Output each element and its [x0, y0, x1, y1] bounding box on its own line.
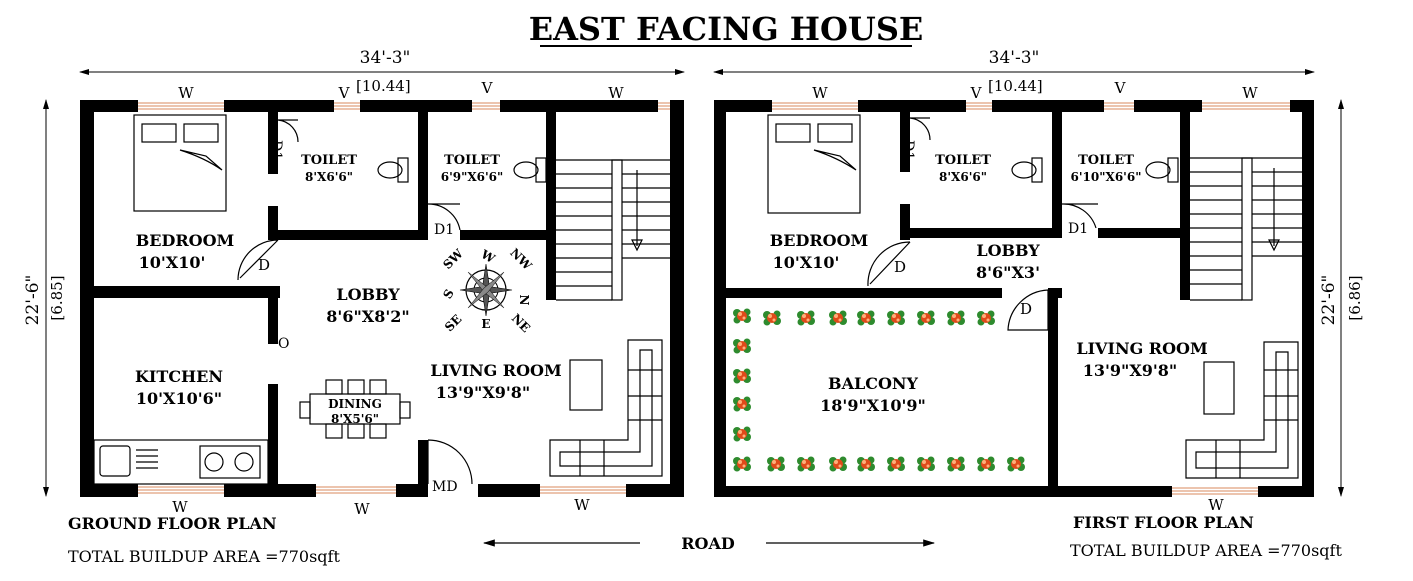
gf-living-name: LIVING ROOM [430, 361, 561, 380]
gf-dining-name: DINING [328, 397, 382, 411]
svg-text:V: V [970, 84, 983, 102]
ff-balcony-door [1007, 289, 1049, 331]
svg-text:W: W [172, 498, 188, 516]
svg-text:D1: D1 [268, 140, 284, 160]
gf-toilet1-name: TOILET [301, 153, 357, 168]
ff-toilet1-name: TOILET [935, 153, 991, 168]
svg-text:V: V [338, 84, 351, 102]
ff-bedroom-size: 10'X10' [773, 253, 840, 272]
svg-text:D: D [258, 256, 270, 274]
svg-text:W: W [178, 84, 194, 102]
ff-width-dim: 34'-3" [989, 48, 1040, 68]
svg-text:O: O [278, 336, 289, 352]
ff-bedroom-name: BEDROOM [770, 231, 868, 250]
compass-rose-icon: W N S E NW SW NE SE [440, 246, 534, 336]
gf-main-door [427, 439, 473, 485]
svg-text:D1: D1 [900, 140, 916, 160]
svg-text:E: E [481, 317, 490, 331]
svg-text:ROAD: ROAD [681, 534, 735, 553]
gf-kitchen-size: 10'X10'6" [136, 389, 222, 408]
svg-text:SW: SW [440, 246, 466, 272]
svg-text:V: V [1114, 79, 1127, 97]
svg-text:D1: D1 [434, 222, 454, 238]
svg-text:NE: NE [509, 311, 533, 335]
gf-kitchen-counter [93, 439, 269, 485]
gf-staircase [556, 159, 670, 301]
ff-bedroom-door [867, 241, 911, 287]
gf-plan-title: GROUND FLOOR PLAN [68, 514, 277, 533]
svg-text:S: S [440, 287, 456, 302]
ff-toilet2-name: TOILET [1078, 153, 1134, 168]
svg-text:W: W [354, 500, 370, 518]
gf-bedroom-name: BEDROOM [136, 231, 234, 250]
svg-text:W: W [812, 84, 828, 102]
page-title: EAST FACING HOUSE [529, 10, 924, 48]
gf-width-m: [10.44] [356, 77, 411, 95]
svg-text:W: W [608, 84, 624, 102]
gf-toilet2-door [427, 203, 461, 231]
first-floor-plan: 34'-3" [10.44] 22'-6" [6.86] [713, 48, 1364, 560]
gf-height-m: [6.85] [48, 275, 66, 320]
gf-bedroom-door [237, 239, 279, 281]
svg-text:SE: SE [442, 312, 464, 334]
gf-lobby-name: LOBBY [336, 285, 400, 304]
svg-text:D: D [894, 258, 906, 276]
svg-text:W: W [1242, 84, 1258, 102]
ff-total-area: TOTAL BUILDUP AREA =770sqft [1070, 541, 1342, 560]
ff-toilet2-size: 6'10"X6'6" [1071, 170, 1142, 184]
ff-height-m: [6.86] [1346, 275, 1364, 320]
ff-sofa [1185, 341, 1299, 479]
gf-toilet1-door [277, 119, 299, 143]
gf-kitchen-name: KITCHEN [135, 367, 223, 386]
ff-balcony-size: 18'9"X10'9" [820, 396, 926, 415]
ff-width-m: [10.44] [988, 77, 1043, 95]
svg-text:MD: MD [432, 479, 458, 495]
gf-sofa [549, 339, 663, 477]
gf-dining-size: 8'X5'6" [331, 412, 379, 426]
ff-living-name: LIVING ROOM [1076, 339, 1207, 358]
gf-toilet2-name: TOILET [444, 153, 500, 168]
svg-text:V: V [481, 79, 494, 97]
gf-bed [133, 114, 227, 212]
ff-balcony-name: BALCONY [828, 374, 918, 393]
gf-toilet1-size: 8'X6'6" [305, 170, 353, 184]
ff-height-dim: 22'-6" [1319, 275, 1339, 326]
svg-text:D1: D1 [1068, 221, 1088, 237]
gf-total-area: TOTAL BUILDUP AREA =770sqft [68, 547, 340, 566]
svg-text:W: W [478, 247, 498, 267]
ff-toilet1-door [909, 117, 931, 141]
ff-staircase [1190, 157, 1302, 301]
gf-lobby-size: 8'6"X8'2" [326, 307, 409, 326]
svg-text:W: W [1208, 496, 1224, 514]
ff-lobby-name: LOBBY [976, 241, 1040, 260]
ff-bed [767, 114, 861, 214]
svg-text:N: N [517, 295, 531, 306]
svg-text:D: D [1020, 300, 1032, 318]
gf-height-dim: 22'-6" [23, 275, 43, 326]
ff-toilet2-door [1061, 203, 1098, 229]
gf-bedroom-size: 10'X10' [139, 253, 206, 272]
svg-text:NW: NW [507, 246, 535, 274]
ff-toilet1-size: 8'X6'6" [939, 170, 987, 184]
road-label: ROAD [482, 534, 936, 553]
gf-toilet2-size: 6'9"X6'6" [441, 170, 504, 184]
ff-lobby-size: 8'6"X3' [976, 263, 1040, 282]
ground-floor-plan: 34'-3" [10.44] 22'-6" [6.85] [23, 48, 685, 566]
ff-plan-title: FIRST FLOOR PLAN [1073, 513, 1254, 532]
gf-width-dim: 34'-3" [360, 48, 411, 68]
ff-living-size: 13'9"X9'8" [1083, 361, 1178, 380]
gf-living-size: 13'9"X9'8" [436, 383, 531, 402]
gf-dining-table [299, 379, 411, 439]
svg-text:W: W [574, 496, 590, 514]
